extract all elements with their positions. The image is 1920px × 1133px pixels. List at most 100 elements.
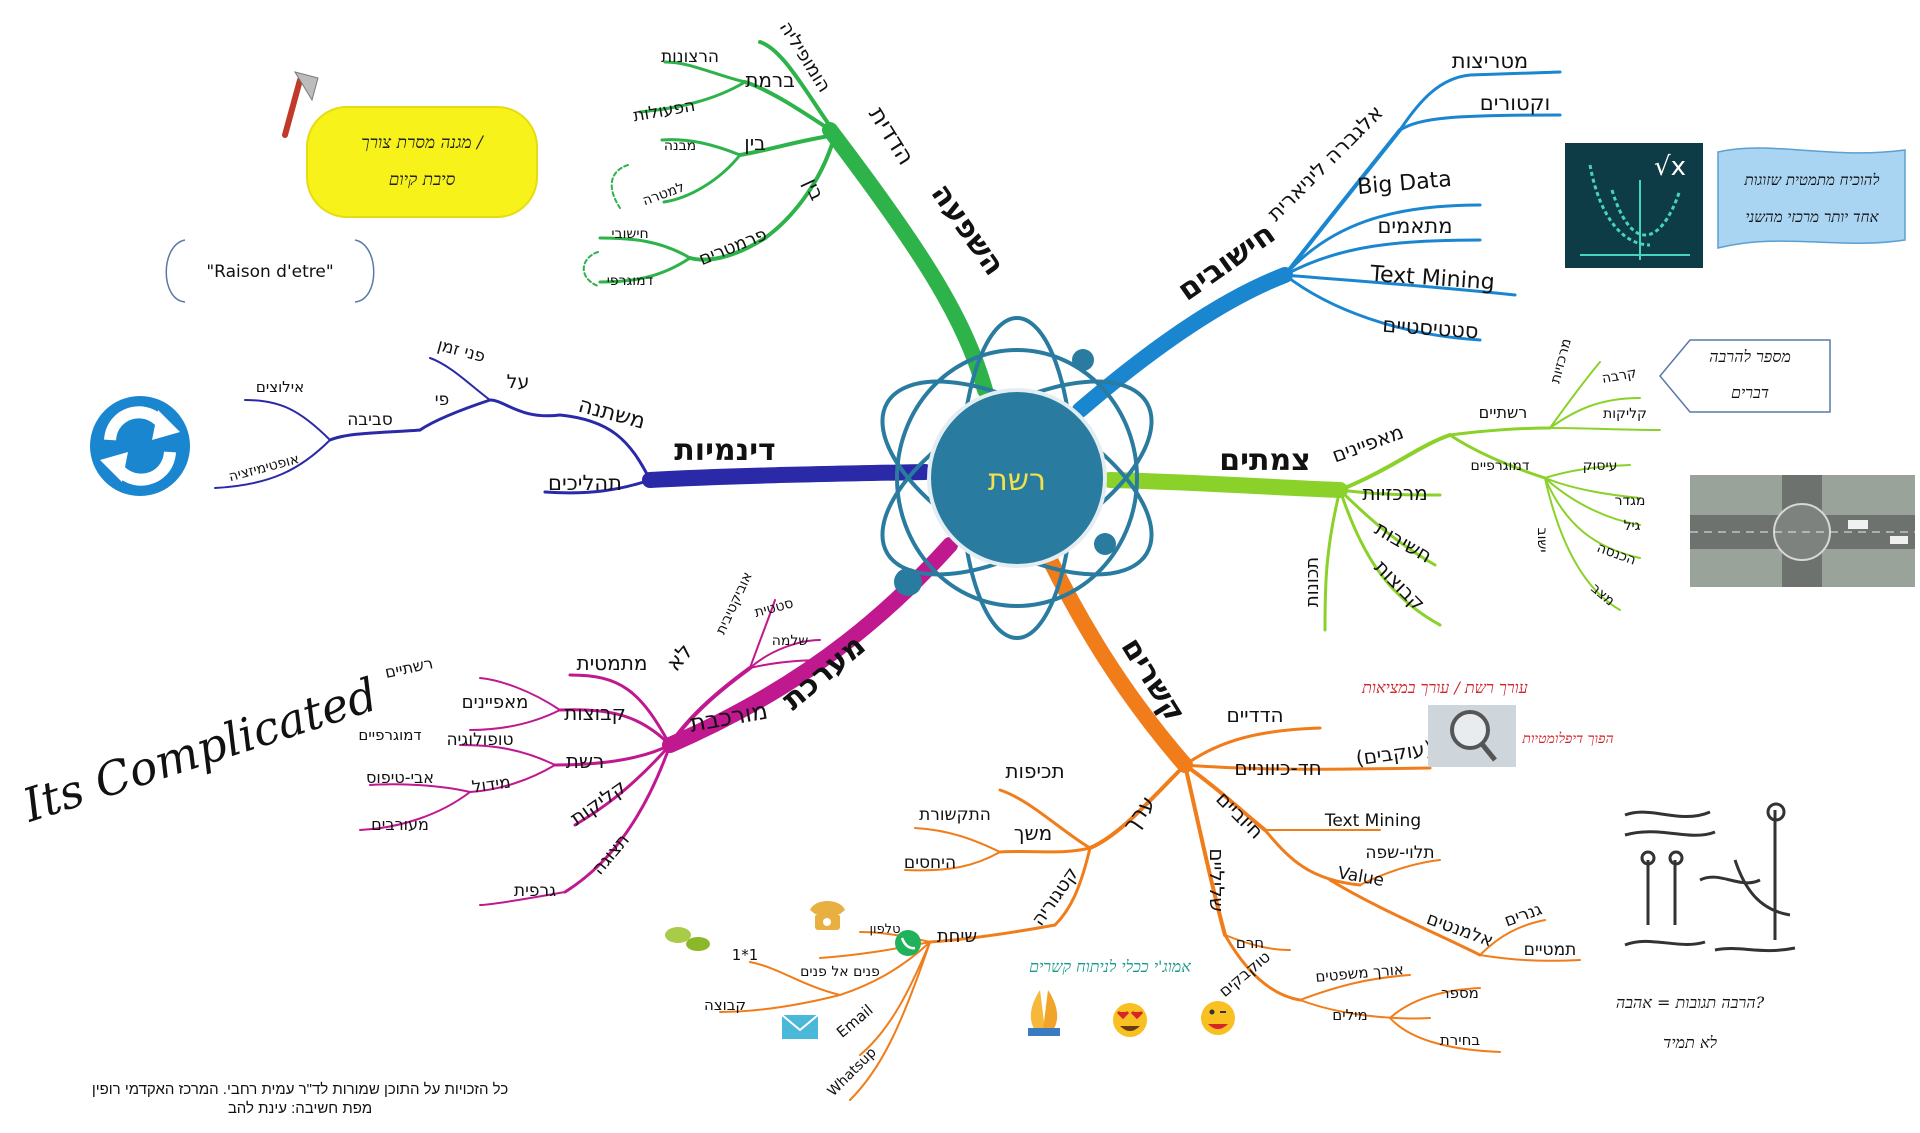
label-hashpaa-main: השפעה	[924, 177, 1012, 282]
label-hiyuvim: חיוביים	[1211, 786, 1268, 843]
label-email: Email	[833, 1001, 876, 1042]
label-midul: מידול	[471, 772, 512, 797]
label-yahasim: היחסים	[904, 853, 956, 873]
note-pentagon-line-2: דברים	[1731, 383, 1769, 402]
note-raison-text: "Raison d'etre"	[206, 262, 333, 282]
label-textmining-k: Text Mining	[1324, 811, 1421, 831]
label-av-tipus: אבי-טיפוס	[366, 768, 434, 787]
label-mafyenim: מאפיינים	[1329, 419, 1407, 467]
label-demografiim-m: דמוגרפיים	[358, 726, 421, 744]
label-al: על	[507, 371, 530, 393]
label-tmatim: תמטיים	[1524, 940, 1577, 960]
label-topologia: טופולוגיה	[446, 730, 513, 750]
winking-emoji-icon	[1201, 1001, 1235, 1035]
note-raison: "Raison d'etre"	[165, 239, 375, 303]
copyright-credit: כל הזכויות על התוכן שמורות לד"ר עמית רחב…	[40, 1080, 560, 1118]
label-tchifut: תכיפות	[1005, 759, 1064, 783]
label-klikot-m: קליקות	[565, 774, 630, 830]
label-whatsup: Whatsup	[825, 1045, 880, 1100]
label-sicha: שיחת	[937, 926, 977, 947]
axe-icon	[282, 71, 319, 138]
branch-tzmatim	[1102, 361, 1661, 632]
note-red-line-1: עורך רשת / עורך במציאות	[1361, 678, 1528, 697]
label-demografi: דמוגרפי	[607, 273, 654, 289]
label-okvim: (עוקבים)	[1354, 736, 1434, 770]
knots-image	[1624, 802, 1796, 953]
note-yellow-cloud: מגנה מסרת צורך / סיבת קיום	[306, 106, 538, 218]
label-kirva: קרבה	[1601, 365, 1638, 387]
label-peulot: הפעולות	[632, 96, 697, 127]
note-yellow-line-1: מגנה מסרת צורך /	[361, 133, 485, 153]
label-meorvim: מעורבים	[371, 815, 429, 834]
label-parametrim: פרמטרים	[696, 224, 770, 270]
branch-kshorim	[719, 552, 1581, 1101]
branch-hashpaa	[582, 40, 993, 398]
label-pi: פי	[435, 390, 449, 410]
note-knots-line-1: הרבה תגובות = אהבה?	[1616, 993, 1765, 1012]
labels-maarechet: מערכת מורכבת לא מתמטית אוביקטיבית סטטית …	[358, 570, 872, 901]
branch-dinamiut	[214, 357, 933, 495]
math-chart-icon: √x	[1565, 143, 1703, 268]
label-gil: גיל	[1624, 518, 1641, 534]
label-obyektivit: אוביקטיבית	[713, 570, 756, 637]
credit-line-1: כל הזכויות על התוכן שמורות לד"ר עמית רחב…	[91, 1081, 509, 1098]
label-tchunot: תכונות	[1302, 557, 1323, 607]
label-iluzim: אילוצים	[256, 378, 304, 396]
label-reshatiim: רשתיים	[1479, 403, 1528, 422]
label-hitkashrut: התקשורת	[919, 805, 991, 825]
label-lematra: למטרה	[640, 179, 686, 209]
label-tokbekim: טוקבקים	[1215, 947, 1274, 1001]
label-kvutzot-m: קבוצות	[564, 701, 626, 725]
label-tahalichim: תהליכים	[548, 471, 622, 495]
refresh-icon	[90, 396, 190, 496]
label-sviva: סביבה	[347, 410, 393, 430]
label-algebra: אלגברה ליניארית	[1262, 100, 1387, 225]
note-pentagon-line-1: מספר להרבה	[1709, 347, 1791, 366]
label-mitamim: מתאמים	[1378, 214, 1453, 238]
label-hadadit: הדדית	[863, 102, 920, 170]
label-merkaziut: מרכזיות	[1362, 481, 1427, 505]
label-mafyenim-m: מאפיינים	[462, 692, 529, 713]
heart-eyes-emoji-icon	[1113, 1003, 1147, 1037]
label-bhira: בחירת	[1440, 1031, 1480, 1049]
label-mishtana: משתנה	[576, 393, 648, 435]
label-shlema: שלמה	[772, 633, 809, 649]
label-mispar: מספר	[1441, 984, 1479, 1002]
phone-icon	[810, 901, 845, 930]
label-migdar: מגדר	[1615, 493, 1646, 509]
label-herem: חרם	[1236, 934, 1264, 952]
note-flag-line-1: להוכיח מתמטית שזוגות	[1744, 171, 1880, 189]
label-grafit: גרפית	[514, 881, 556, 901]
note-complicated: Its Complicated	[15, 667, 383, 833]
note-flag-line-2: אחד יותר מרכזי מהשני	[1745, 208, 1879, 226]
label-hachnasa: הכנסה	[1595, 540, 1638, 569]
note-knots: הרבה תגובות = אהבה? לא תמיד	[1616, 993, 1765, 1052]
label-reshatiim-m: רשתיים	[383, 653, 435, 682]
label-klikot: קליקות	[1603, 406, 1647, 422]
label-textmining: Text Mining	[1368, 262, 1495, 296]
label-vektorim: וקטורים	[1480, 91, 1550, 115]
note-blue-flag: להוכיח מתמטית שזוגות אחד יותר מרכזי מהשנ…	[1717, 147, 1906, 249]
label-tluy-safa: תלוי-שפה	[1365, 843, 1434, 863]
center-node: רשת	[880, 316, 1154, 640]
road-intersection-image	[1690, 475, 1915, 587]
label-panim: פנים אל פנים	[800, 964, 880, 980]
label-kvutza: קבוצה	[704, 996, 746, 1014]
credit-line-2: מפת חשיבה: עינת להב	[227, 1100, 373, 1117]
note-red: עורך רשת / עורך במציאות הפוך דיפלומטיות	[1361, 678, 1614, 747]
label-retzonot: הרצונות	[661, 47, 719, 67]
label-meshech: משך	[1014, 821, 1053, 845]
label-pnei-zman: פני זמן	[435, 335, 487, 367]
label-bramat: ברמת	[745, 68, 795, 92]
svg-text:√x: √x	[1654, 152, 1686, 182]
label-emoji-note: אמוג'י ככלי לניתוח קשרים	[1029, 957, 1191, 976]
label-tzmatim-main: צמתים	[1219, 443, 1311, 478]
label-bein-1: בין	[744, 131, 765, 155]
note-pentagon: מספר להרבה דברים	[1659, 339, 1831, 413]
whatsapp-icon	[895, 930, 921, 956]
label-hishuvi: חישובי	[611, 226, 648, 242]
chat-icon	[665, 927, 710, 951]
label-dinamiut-main: דינמיות	[674, 433, 775, 468]
